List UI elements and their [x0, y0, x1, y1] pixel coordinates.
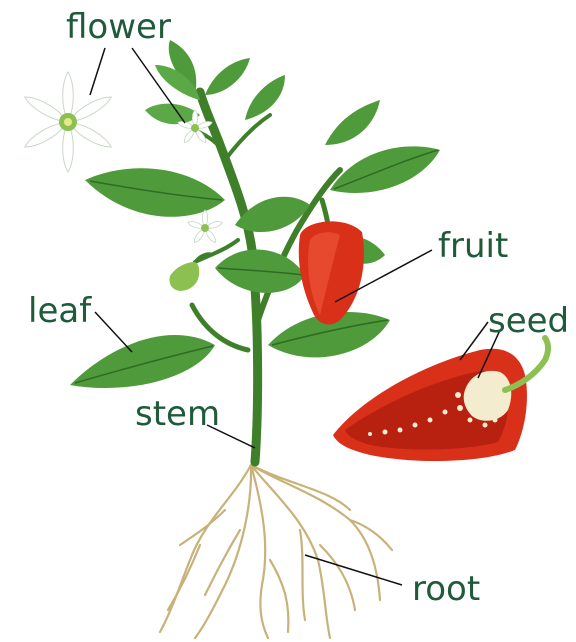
- whole-pepper: [299, 200, 364, 325]
- leader-lines: [90, 48, 500, 585]
- label-root: root: [412, 569, 480, 609]
- leaf-lower-left: [70, 335, 215, 388]
- label-fruit: fruit: [438, 226, 508, 266]
- flower-large: [22, 72, 114, 172]
- flower-small-mid: [187, 210, 223, 244]
- leaf-upper-right-small: [325, 100, 380, 145]
- leaf-top-5: [145, 104, 200, 125]
- leaf-top-2: [205, 58, 250, 95]
- leaf-big-left: [85, 168, 225, 216]
- label-seed: seed: [488, 301, 569, 341]
- branch-top-right: [225, 115, 270, 160]
- leaf-top-4: [245, 75, 285, 120]
- label-flower: flower: [66, 7, 171, 47]
- roots: [160, 465, 392, 638]
- cut-pepper: [333, 338, 548, 461]
- leaf-right-upper: [330, 146, 440, 193]
- label-stem: stem: [135, 394, 220, 434]
- flower-bud: [169, 254, 214, 291]
- label-leaf: leaf: [28, 291, 92, 331]
